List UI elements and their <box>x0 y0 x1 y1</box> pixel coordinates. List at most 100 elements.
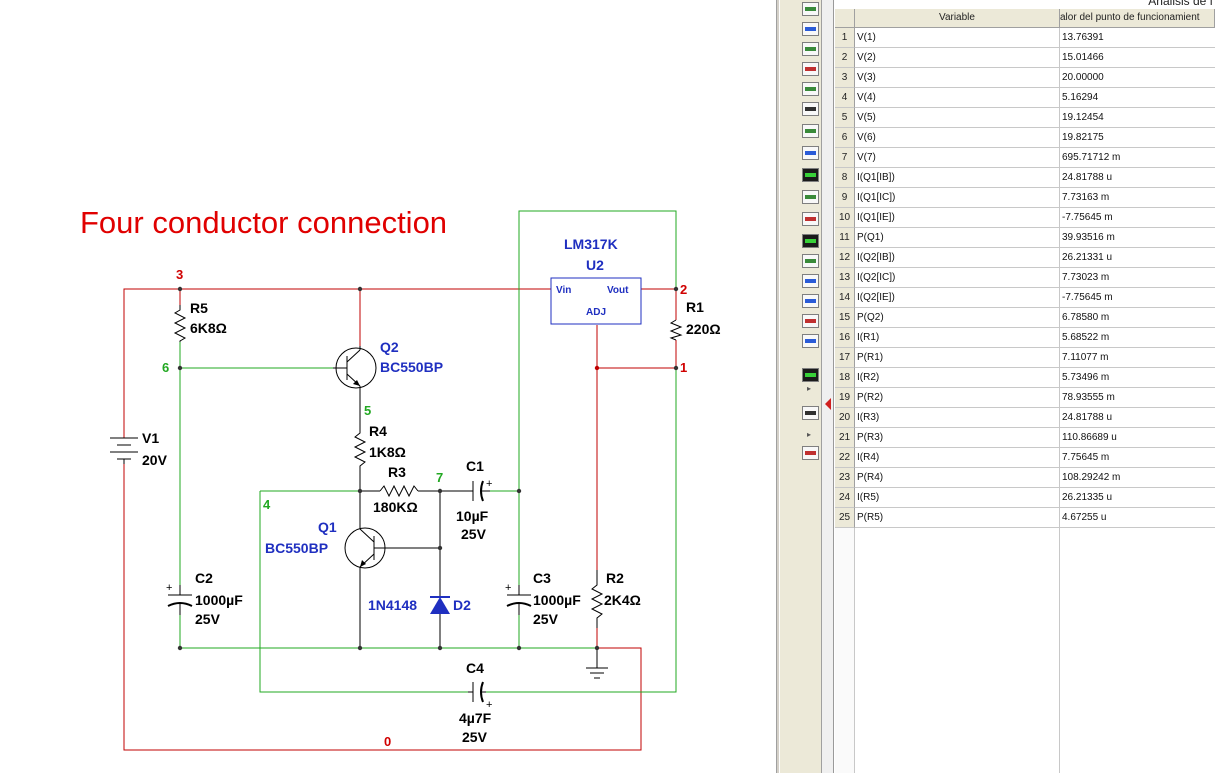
network-analyzer-icon[interactable] <box>802 254 819 268</box>
node-label-3: 3 <box>176 267 183 282</box>
resistor-r1[interactable]: R1 220Ω <box>669 299 721 341</box>
resistor-r4[interactable]: R4 1K8Ω <box>353 423 406 470</box>
labview-icon[interactable] <box>802 368 819 382</box>
value-cell: 26.21331 u <box>1060 248 1215 268</box>
value-cell: 7.75645 m <box>1060 448 1215 468</box>
variable-cell: I(Q2[IC]) <box>855 268 1060 288</box>
diode-d2[interactable]: 1N4148 D2 <box>368 585 471 615</box>
value-cell: -7.75645 m <box>1060 288 1215 308</box>
wattmeter-icon[interactable] <box>802 62 819 76</box>
header-value[interactable]: alor del punto de funcionamient <box>1060 9 1215 28</box>
variable-cell: I(R3) <box>855 408 1060 428</box>
ground-symbol[interactable] <box>586 667 608 679</box>
function-generator-icon[interactable] <box>802 42 819 56</box>
bode-plotter-icon[interactable] <box>802 22 819 36</box>
capacitor-c3[interactable]: + C3 1000µF 25V <box>505 570 581 627</box>
header-variable[interactable]: Variable <box>855 9 1060 28</box>
value-cell: 108.29242 m <box>1060 468 1215 488</box>
resistor-r2[interactable]: R2 2K4Ω <box>590 570 641 628</box>
node-label-4: 4 <box>263 497 271 512</box>
agilent-generator-icon[interactable] <box>802 274 819 288</box>
r5-ref: R5 <box>190 300 208 316</box>
iv-analyzer-icon[interactable] <box>802 190 819 204</box>
value-cell: 19.12454 <box>1060 108 1215 128</box>
value-cell: 24.81788 u <box>1060 168 1215 188</box>
capacitor-c4[interactable]: + C4 4µ7F 25V <box>459 660 492 745</box>
transistor-q2[interactable]: Q2 BC550BP <box>333 339 443 390</box>
spectrum-analyzer-icon[interactable] <box>802 234 819 248</box>
capacitor-c2[interactable]: + C2 1000µF 25V <box>166 570 243 627</box>
oscilloscope-icon[interactable] <box>802 2 819 16</box>
variable-cell: V(1) <box>855 28 1060 48</box>
r1-ref: R1 <box>686 299 704 315</box>
distortion-analyzer-icon[interactable] <box>802 212 819 226</box>
header-corner[interactable] <box>835 9 855 28</box>
variable-cell: I(Q1[IE]) <box>855 208 1060 228</box>
tektronix-oscilloscope-icon[interactable] <box>802 334 819 348</box>
row-number: 8 <box>835 168 855 188</box>
resistor-r5[interactable]: R5 6K8Ω <box>173 300 227 342</box>
value-cell: 15.01466 <box>1060 48 1215 68</box>
transistor-q1[interactable]: Q1 BC550BP <box>265 519 390 570</box>
variable-cell: I(R4) <box>855 448 1060 468</box>
toolbar-arrow-icon[interactable]: ▸ <box>807 430 812 439</box>
word-generator-icon[interactable] <box>802 124 819 138</box>
row-number: 22 <box>835 448 855 468</box>
measurement-probe-icon[interactable] <box>802 406 819 420</box>
agilent-multimeter-icon[interactable] <box>802 294 819 308</box>
regulator-u2[interactable]: Vin Vout ADJ LM317K U2 <box>550 236 642 325</box>
row-number: 10 <box>835 208 855 228</box>
c2-voltage: 25V <box>195 611 221 627</box>
pane-divider[interactable] <box>776 0 780 773</box>
row-number: 4 <box>835 88 855 108</box>
row-number: 20 <box>835 408 855 428</box>
r4-ref: R4 <box>369 423 387 439</box>
resistor-r3[interactable]: R3 180KΩ <box>373 464 419 515</box>
voltage-source-v1[interactable]: V1 20V <box>110 430 168 468</box>
analysis-results-grid: Análisis de f Variable alor del punto de… <box>835 0 1215 773</box>
c2-plus: + <box>166 582 172 594</box>
logic-converter-icon[interactable] <box>802 168 819 182</box>
row-number: 18 <box>835 368 855 388</box>
logic-analyzer-icon[interactable] <box>802 146 819 160</box>
agilent-oscilloscope-icon[interactable] <box>802 314 819 328</box>
schematic-canvas[interactable]: Four conductor connection <box>0 0 776 773</box>
panel-splitter[interactable] <box>822 0 834 773</box>
collapse-arrow-icon[interactable] <box>825 398 831 410</box>
multimeter-icon[interactable] <box>802 82 819 96</box>
variable-cell: P(Q1) <box>855 228 1060 248</box>
u2-part-label: LM317K <box>564 236 618 252</box>
value-cell: 7.73023 m <box>1060 268 1215 288</box>
current-probe-icon[interactable] <box>802 446 819 460</box>
black-wires <box>359 390 598 668</box>
capacitor-c1[interactable]: + C1 10µF 25V <box>456 458 492 542</box>
frequency-counter-icon[interactable] <box>802 102 819 116</box>
toolbar-arrow-icon[interactable]: ▸ <box>807 384 812 393</box>
value-cell: 5.73496 m <box>1060 368 1215 388</box>
